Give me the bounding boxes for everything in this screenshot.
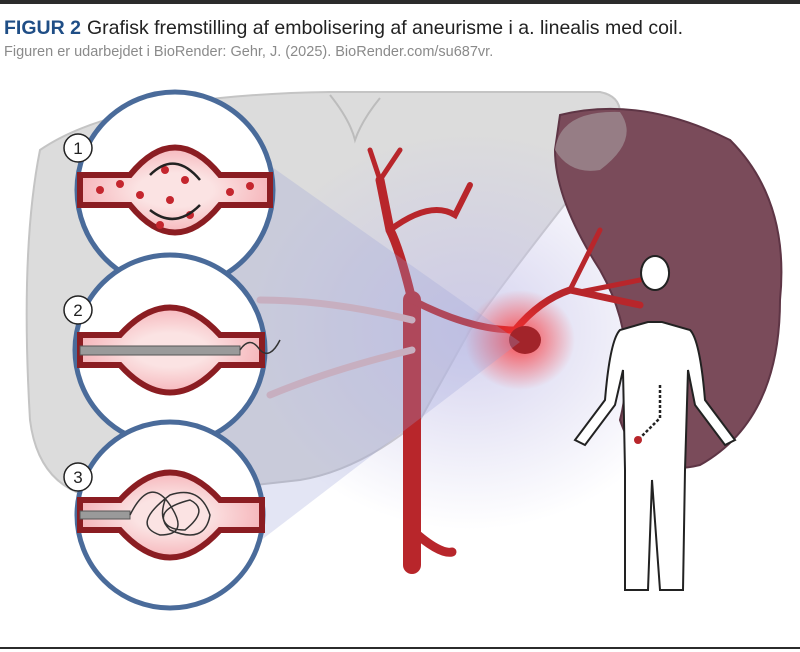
spleen [553,107,783,469]
aneurysm [509,326,541,354]
step-number-1: 1 [63,133,93,163]
figure-label: FIGUR 2 [4,17,81,39]
svg-text:3: 3 [73,468,82,487]
catheter-path [639,385,662,439]
step-number-3: 3 [63,462,93,492]
step-circle-2 [72,252,281,448]
svg-text:1: 1 [73,139,82,158]
svg-text:2: 2 [73,301,82,320]
top-rule [0,0,800,4]
bottom-rule [0,647,800,649]
step-number-2: 2 [63,295,93,325]
figure-title: Grafisk fremstilling af embolisering af … [86,17,684,39]
vessels [256,147,644,574]
figure-credit: Figuren er udarbejdet i BioRender: Gehr,… [4,44,494,60]
step-circle-3 [74,419,266,611]
step-circle-1 [74,89,276,291]
